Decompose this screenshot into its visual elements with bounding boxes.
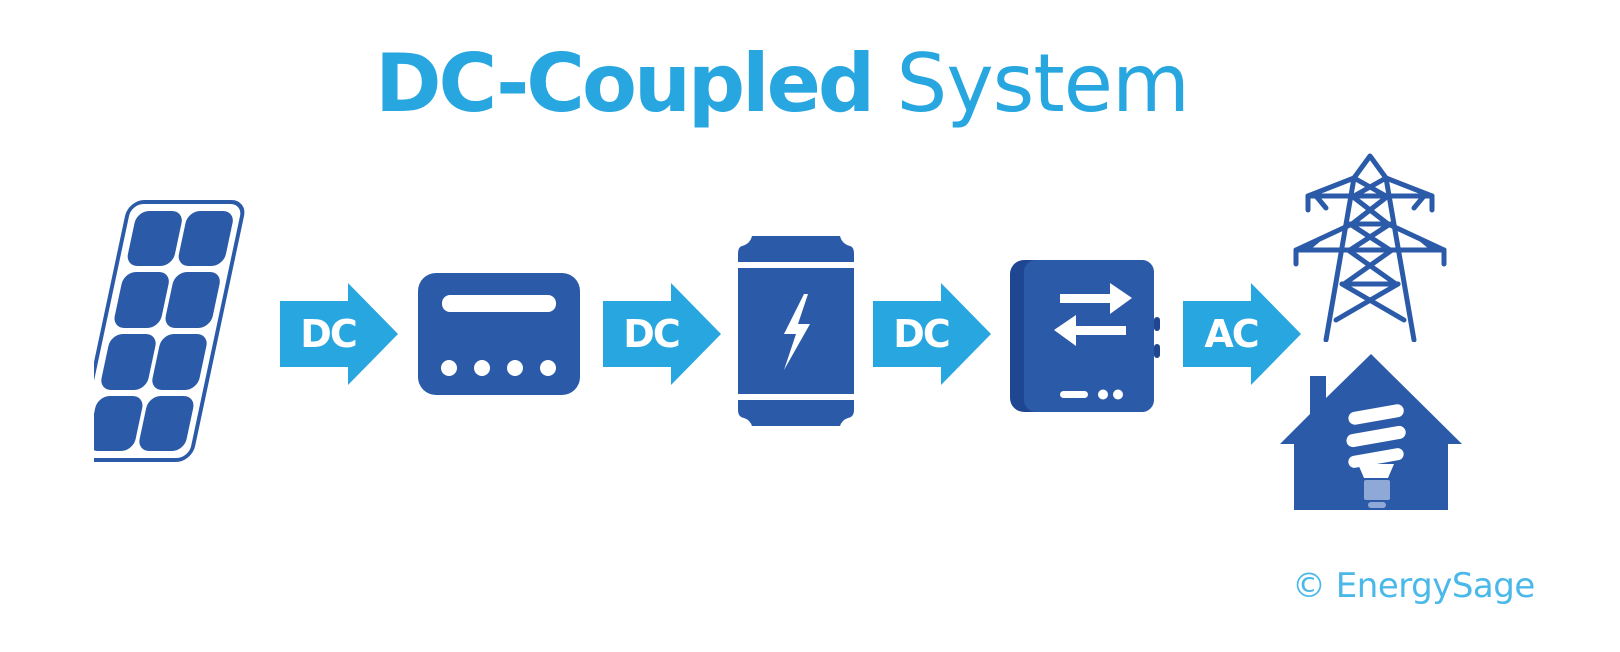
dc-arrow-1: DC [280, 283, 398, 385]
arrow-label: DC [300, 312, 357, 356]
title-light: System [896, 37, 1190, 130]
ac-arrow: AC [1183, 283, 1301, 385]
home-icon [1280, 352, 1462, 512]
battery-icon [738, 236, 854, 426]
dc-arrow-2: DC [603, 283, 721, 385]
arrow-label: AC [1204, 312, 1259, 356]
solar-panel-icon [75, 198, 272, 468]
arrow-label: DC [893, 312, 950, 356]
arrow-right-icon [873, 283, 991, 385]
arrow-right-icon [1183, 283, 1301, 385]
title-bold: DC-Coupled [375, 37, 875, 130]
arrow-right-icon [280, 283, 398, 385]
arrow-label: DC [623, 312, 680, 356]
inverter-icon [1010, 260, 1166, 412]
transmission-tower-icon [1292, 150, 1448, 343]
page-title: DC-Coupled System [0, 34, 1564, 134]
charge-controller-icon [418, 273, 580, 395]
dc-arrow-3: DC [873, 283, 991, 385]
copyright-text: © EnergySage [1292, 566, 1535, 606]
arrow-right-icon [603, 283, 721, 385]
